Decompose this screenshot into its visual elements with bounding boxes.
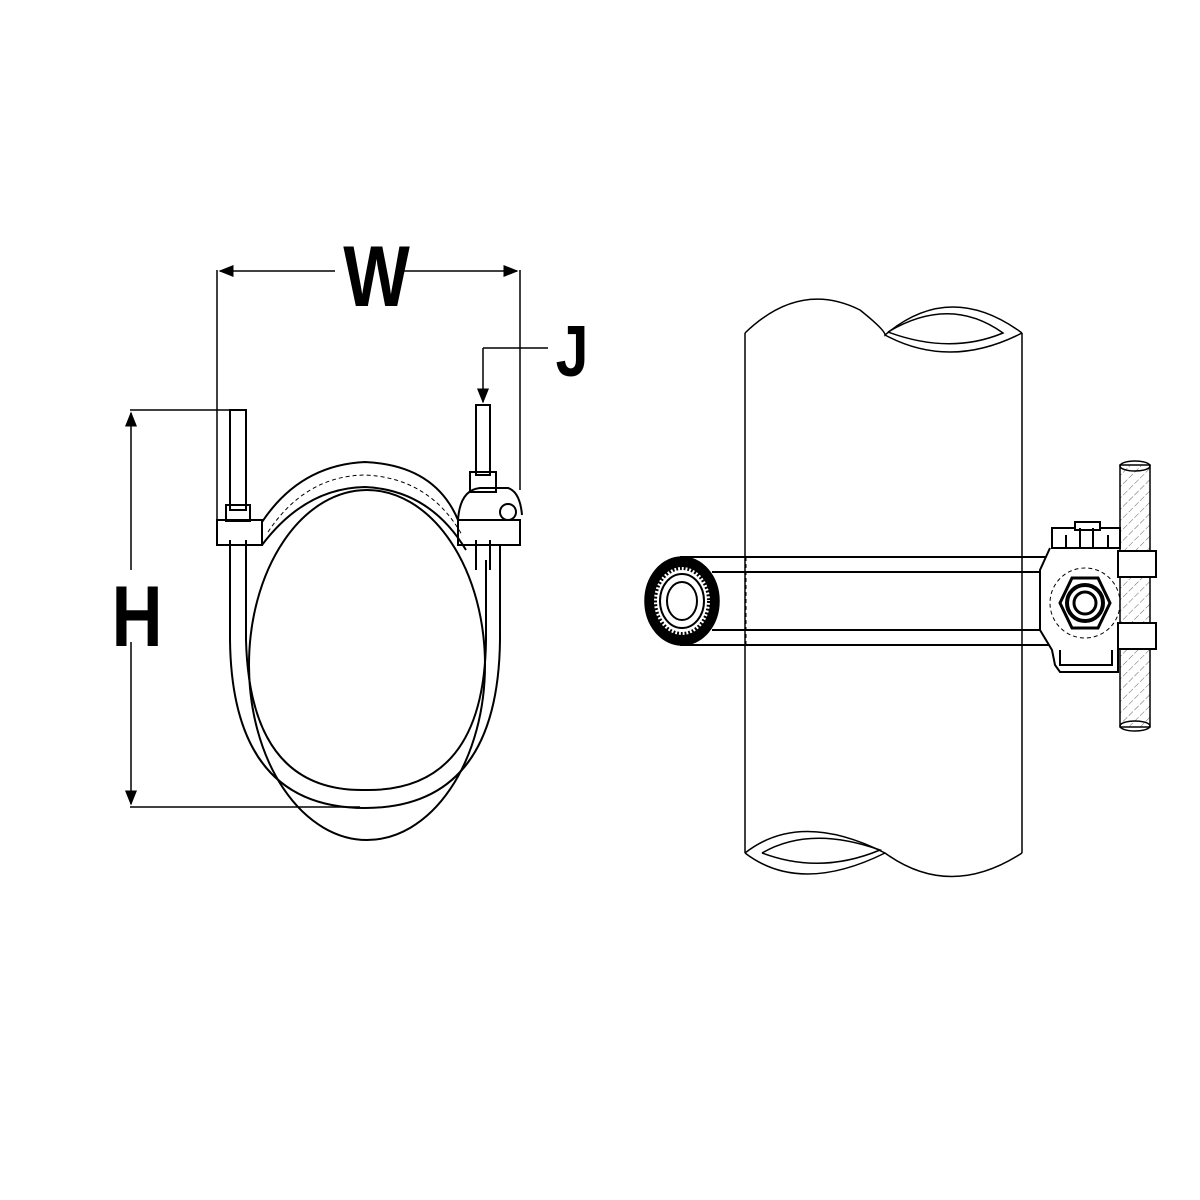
side-view xyxy=(644,298,1157,878)
rod-dimension-leader xyxy=(477,347,548,404)
vertical-pipe xyxy=(744,298,1023,878)
horizontal-rod xyxy=(680,556,1050,646)
pipe-cross-section xyxy=(248,489,486,841)
wall-section xyxy=(1119,460,1151,732)
u-bolt-loop xyxy=(229,545,501,810)
height-label: H xyxy=(111,569,163,665)
left-flange xyxy=(216,519,263,546)
wall-bracket xyxy=(1039,521,1157,673)
width-dimension xyxy=(216,265,521,540)
clamp-top-strap xyxy=(261,460,459,523)
clamp-lug xyxy=(457,487,523,521)
clamp-pin xyxy=(499,503,517,521)
rod-label: J xyxy=(555,312,589,392)
width-label: W xyxy=(343,229,410,325)
height-dimension xyxy=(125,409,360,808)
insulated-rod-end xyxy=(644,556,720,646)
right-flange xyxy=(457,519,521,546)
front-view xyxy=(125,265,548,841)
